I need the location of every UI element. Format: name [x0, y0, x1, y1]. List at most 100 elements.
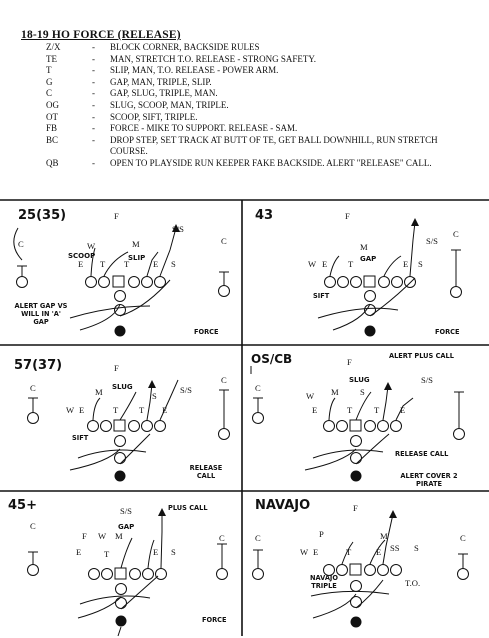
assignment-row: TE-MAN, STRETCH T.O. RELEASE - STRONG SA…: [46, 54, 476, 66]
call-note: RELEASE CALL: [395, 450, 449, 458]
arrow-head: [172, 224, 180, 232]
play-diagram-45-plus: 45+ S/S C C F W M E T E S GAP PLUS CALL …: [0, 492, 239, 637]
assignment-row: C-GAP, SLUG, TRIPLE, MAN.: [46, 88, 476, 100]
defender-label: W: [66, 405, 75, 415]
route-line: [146, 383, 153, 421]
play-diagram-25-35: 25(35) F S/S C C W M E T T E S SCOOP SLI…: [0, 200, 239, 337]
assignment-dash: -: [92, 42, 95, 52]
player-label: T: [100, 259, 106, 269]
defender-label: F: [345, 211, 350, 221]
assignment-dash: -: [92, 53, 95, 64]
route-line: [332, 303, 371, 331]
assignment-description: DROP STEP, SET TRACK AT BUTT OF TE, GET …: [110, 134, 438, 157]
assignment-dash: -: [92, 157, 95, 168]
defender-label: C: [30, 383, 36, 393]
arrow-head: [158, 508, 166, 516]
route-line: [409, 221, 416, 277]
block-call-label: GAP: [360, 255, 377, 263]
defender-label: S/S: [172, 224, 184, 234]
alert-note: ALERT PLUS CALL: [389, 352, 454, 360]
player-marker: [216, 568, 228, 580]
defender-label: S/S: [421, 375, 433, 385]
player-marker: [457, 568, 469, 580]
player-marker: [27, 412, 39, 424]
center-marker: [349, 563, 362, 576]
block-call-note: SIFT: [72, 434, 89, 442]
defender-label: W: [306, 391, 315, 401]
player-marker: [218, 285, 230, 297]
defender-label: C: [30, 521, 36, 531]
ball-carrier-marker: [350, 616, 362, 628]
player-marker: [16, 276, 28, 288]
player-marker: [336, 420, 348, 432]
defender-label: F: [114, 363, 119, 373]
assignment-description: OPEN TO PLAYSIDE RUN KEEPER FAKE BACKSID…: [110, 157, 432, 168]
assignment-description: GAP, SLUG, TRIPLE, MAN.: [110, 88, 218, 99]
route-line: [77, 596, 122, 619]
defender-label: S: [414, 543, 419, 553]
player-marker: [377, 564, 389, 576]
route-line: [341, 541, 354, 565]
block-call-label: GAP: [118, 523, 135, 531]
player-marker: [88, 568, 100, 580]
player-marker: [391, 276, 403, 288]
assignment-position: OG: [46, 99, 59, 110]
defender-label: M: [95, 387, 103, 397]
assignment-row: G-GAP, MAN, TRIPLE, SLIP.: [46, 77, 476, 89]
player-marker: [114, 290, 126, 302]
player-marker: [350, 435, 362, 447]
player-label: T: [348, 259, 354, 269]
alert-note: ALERT COVER 2 PIRATE: [400, 472, 458, 488]
player-marker: [114, 435, 126, 447]
player-label: E: [153, 547, 159, 557]
defender-label: F: [347, 357, 352, 367]
player-marker: [154, 420, 166, 432]
route-line: [395, 397, 414, 421]
route-line: [382, 385, 389, 421]
play-diagram-43: 43 F S/S C M W E T E S GAP SIFT FORCE: [243, 200, 482, 337]
player-label: T: [374, 405, 380, 415]
play-name: OS/CB: [251, 352, 293, 366]
player-label: E: [403, 259, 409, 269]
play-name: 25(35): [18, 208, 67, 223]
route-line: [253, 397, 263, 412]
defender-label: W: [87, 241, 96, 251]
assignment-dash: -: [92, 88, 95, 99]
route-line: [383, 255, 402, 277]
assignment-dash: -: [92, 123, 95, 134]
defender-label: C: [219, 533, 225, 543]
player-marker: [378, 276, 390, 288]
player-marker: [114, 304, 126, 316]
player-marker: [404, 276, 416, 288]
defender-label: SS: [390, 543, 400, 553]
play-diagram-57-37: 57(37) F C C M S S/S W E T T E SLUG SIFT…: [0, 346, 239, 482]
assignment-row: T-SLIP, MAN, T.O. RELEASE - POWER ARM.: [46, 65, 476, 77]
player-label: T: [104, 549, 110, 559]
player-marker: [350, 580, 362, 592]
route-line: [454, 391, 464, 428]
defender-label: F: [353, 503, 358, 513]
block-call-label: SCOOP: [68, 252, 96, 260]
assignment-description: SLIP, MAN, T.O. RELEASE - POWER ARM.: [110, 65, 279, 76]
route-line: [79, 595, 151, 605]
route-line: [355, 579, 384, 609]
player-marker: [154, 276, 166, 288]
player-marker: [98, 276, 110, 288]
route-line: [77, 449, 147, 459]
player-label: E: [78, 259, 84, 269]
block-call-label: SLIP: [128, 254, 146, 262]
defender-label: C: [18, 239, 24, 249]
player-label: S: [171, 259, 176, 269]
player-label: E: [162, 405, 168, 415]
player-marker: [364, 564, 376, 576]
route-line: [451, 249, 461, 286]
route-line: [253, 549, 263, 568]
route-line: [160, 512, 163, 569]
player-marker: [252, 412, 264, 424]
player-marker: [101, 568, 113, 580]
call-note: PLUS CALL: [168, 504, 208, 512]
route-line: [17, 265, 27, 276]
route-line: [355, 391, 372, 421]
route-line: [159, 379, 179, 421]
block-call-note: T.O.: [405, 578, 421, 588]
